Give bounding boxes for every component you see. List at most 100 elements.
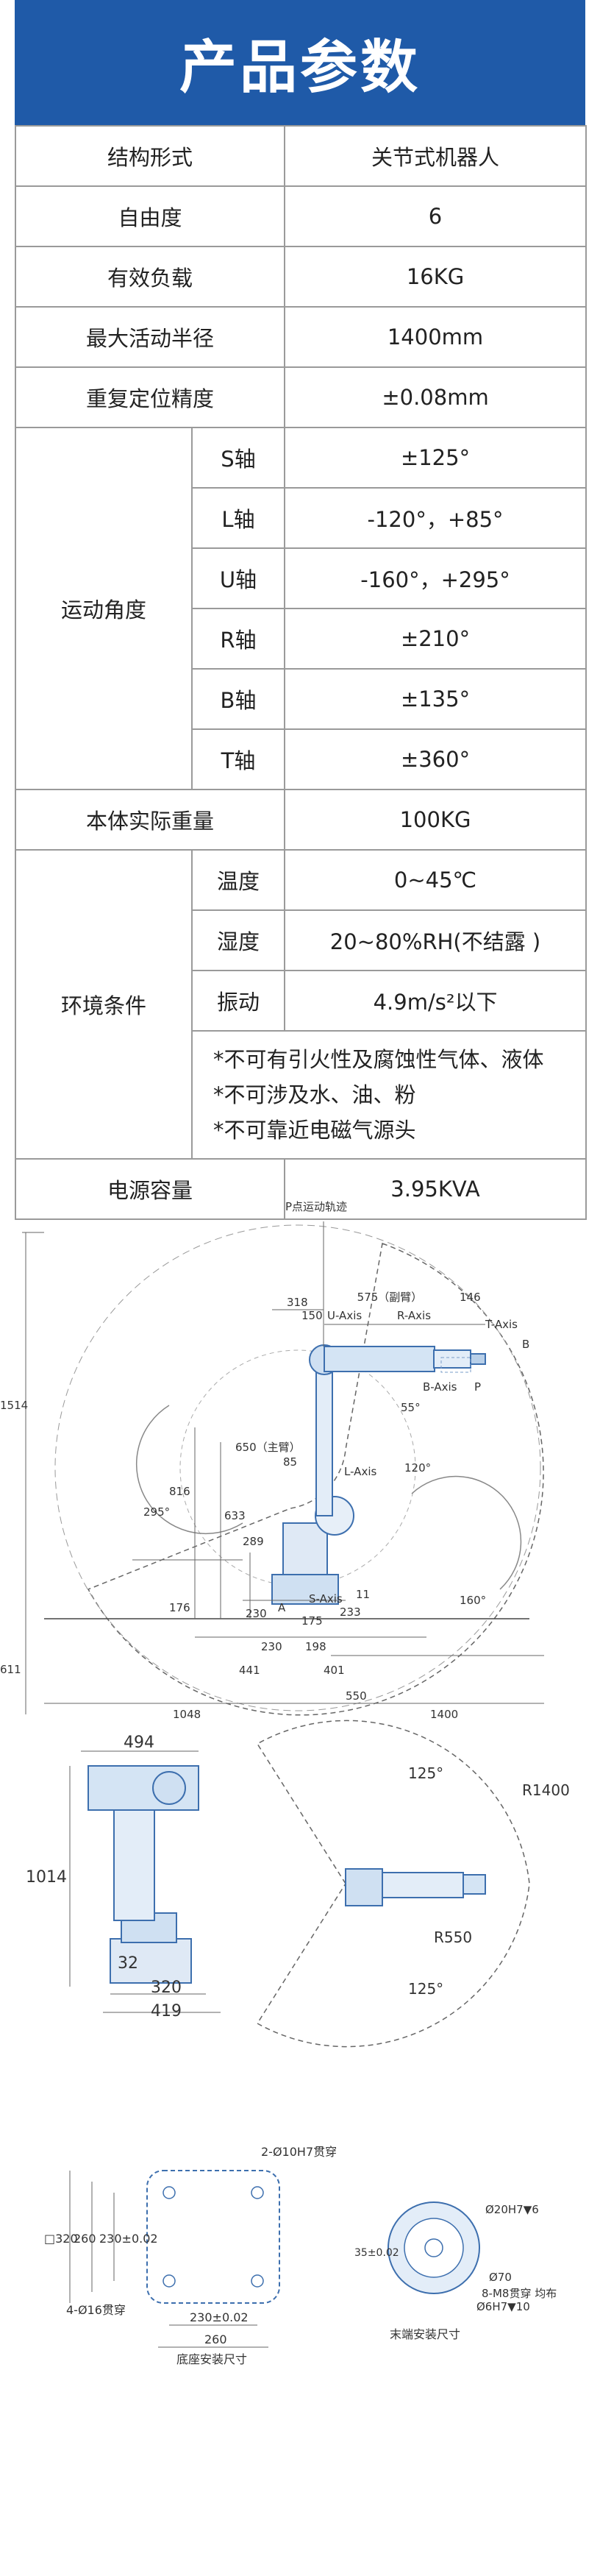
dim-label: 320: [151, 1979, 182, 1997]
table-row: T轴 ±360°: [15, 728, 588, 790]
dim-label: Ø70: [489, 2271, 512, 2284]
dim-label: 35±0.02: [354, 2247, 399, 2259]
motion-range-diagram: P点运动轨迹 575（副臂） 318 150 146 U-Axis R-Axis…: [0, 1200, 544, 1721]
spec-label: 自由度: [14, 185, 286, 247]
dim-label: 260: [74, 2232, 96, 2246]
spec-value: 3.95KVA: [284, 1158, 588, 1220]
dim-label: 650（主臂）: [235, 1441, 301, 1454]
dim-label: 816: [169, 1485, 190, 1498]
robot-arm-side-icon: [271, 1344, 486, 1605]
dim-label: 401: [324, 1664, 345, 1677]
angle-label: 125°: [408, 1980, 443, 1998]
drawing-svg: P点运动轨迹 575（副臂） 318 150 146 U-Axis R-Axis…: [0, 1200, 570, 2366]
robot-side-view-icon: [88, 1765, 199, 1984]
technical-drawings: P点运动轨迹 575（副臂） 318 150 146 U-Axis R-Axis…: [0, 1177, 600, 2576]
dim-label: 2-Ø10H7贯穿: [261, 2145, 337, 2159]
side-and-top-views: 494 1014 32 320 419 125° R1400 R550 125°: [26, 1720, 570, 2048]
axis-tag: P: [474, 1380, 481, 1394]
axis-tag: B: [522, 1338, 529, 1351]
spec-label: 最大活动半径: [14, 306, 286, 368]
spec-label: 有效负载: [14, 246, 286, 308]
table-row: 自由度 6: [14, 185, 588, 247]
robot-top-view-icon: [345, 1868, 486, 1906]
env-notes: *不可有引火性及腐蚀性气体、液体 *不可涉及水、油、粉 *不可靠近电磁气源头: [190, 1030, 588, 1160]
dim-label: 4-Ø16贯穿: [66, 2303, 126, 2317]
env-value: 20~80%RH(不结露 ): [284, 909, 588, 971]
table-row: 重复定位精度 ±0.08mm: [14, 366, 588, 428]
dim-label: 230: [246, 1607, 267, 1620]
axis-value: ±210°: [284, 608, 588, 670]
env-label: 温度: [190, 849, 286, 911]
table-row: 最大活动半径 1400mm: [14, 306, 588, 368]
axis-tag: T-Axis: [485, 1318, 518, 1331]
dim-label: 176: [169, 1601, 190, 1614]
spec-value: 16KG: [284, 246, 588, 308]
table-row: 运动角度 S轴 ±125°: [15, 427, 588, 790]
table-row: *不可有引火性及腐蚀性气体、液体 *不可涉及水、油、粉 *不可靠近电磁气源头: [15, 1030, 588, 1160]
caption: 底座安装尺寸: [176, 2352, 247, 2366]
dim-label: 1514: [0, 1399, 28, 1412]
dim-label: 146: [460, 1291, 481, 1304]
axis-tag: R-Axis: [397, 1309, 431, 1322]
spec-value: 1400mm: [284, 306, 588, 368]
dim-label: 233: [340, 1605, 361, 1619]
table-row: 本体实际重量 100KG: [14, 789, 588, 851]
angle-label: 120°: [404, 1461, 431, 1475]
dim-label: 32: [118, 1954, 138, 1973]
table-row: 结构形式 关节式机器人: [14, 125, 588, 187]
axis-label: R轴: [190, 608, 286, 670]
dim-label: 260: [204, 2332, 227, 2346]
base-plate-icon: [146, 2170, 280, 2304]
spec-label: 本体实际重量: [14, 789, 286, 851]
spec-label: 环境条件: [15, 849, 193, 1160]
table-row: B轴 ±135°: [15, 668, 588, 730]
angle-label: 55°: [401, 1401, 421, 1414]
dim-label: 230±0.02: [99, 2232, 158, 2246]
dim-label: 8-M8贯穿 均布: [482, 2287, 557, 2300]
spec-label: 结构形式: [14, 125, 286, 187]
dim-label: R1400: [522, 1781, 570, 1799]
top-reach-fan: [256, 1720, 530, 2048]
env-note: *不可靠近电磁气源头: [213, 1118, 416, 1143]
env-note: *不可有引火性及腐蚀性气体、液体: [213, 1047, 544, 1072]
caption: 末端安装尺寸: [390, 2327, 460, 2341]
axis-label: S轴: [190, 427, 286, 489]
dim-label: 230±0.02: [190, 2310, 249, 2324]
axis-value: ±135°: [284, 668, 588, 730]
dim-label: 633: [224, 1509, 246, 1522]
dim-label: 1400: [430, 1708, 458, 1721]
axis-value: -160°，+295°: [284, 547, 588, 609]
spec-label: 重复定位精度: [14, 366, 286, 428]
axis-label: B轴: [190, 668, 286, 730]
spec-label: 电源容量: [14, 1158, 286, 1220]
title-banner: 产品参数: [15, 0, 585, 125]
spec-table: 结构形式 关节式机器人 自由度 6 有效负载 16KG 最大活动半径 1400m…: [14, 125, 588, 1220]
axis-tag: U-Axis: [327, 1309, 362, 1322]
dim-label: Ø20H7▼6: [485, 2203, 539, 2216]
spec-value: 6: [284, 185, 588, 247]
axis-tag: B-Axis: [423, 1380, 457, 1394]
spec-label: 运动角度: [15, 427, 193, 790]
dim-label: 289: [243, 1535, 264, 1548]
table-row: 环境条件 温度 0~45℃: [15, 849, 588, 1160]
angle-label: 295°: [143, 1505, 170, 1519]
axis-tag: L-Axis: [344, 1465, 376, 1478]
dim-label: 150: [301, 1309, 323, 1322]
dim-label: 198: [305, 1640, 326, 1653]
angle-arc: [411, 1475, 522, 1590]
dim-label: 11: [356, 1588, 370, 1601]
dim-label: 175: [301, 1614, 323, 1628]
table-row: 湿度 20~80%RH(不结露 ): [15, 909, 588, 971]
env-label: 湿度: [190, 909, 286, 971]
dim-label: 419: [151, 2002, 182, 2020]
axis-tag: A: [278, 1601, 286, 1614]
mounting-dimensions: 2-Ø10H7贯穿 □320 260 230±0.02 4-Ø16贯穿 230±…: [44, 2145, 557, 2366]
dim-label: P点运动轨迹: [285, 1200, 347, 1213]
env-value: 0~45℃: [284, 849, 588, 911]
table-row: R轴 ±210°: [15, 608, 588, 670]
dim-label: 1014: [26, 1868, 67, 1887]
dim-label: 575（副臂）: [357, 1291, 423, 1304]
spec-value: ±0.08mm: [284, 366, 588, 428]
table-row: U轴 -160°，+295°: [15, 547, 588, 609]
axis-label: U轴: [190, 547, 286, 609]
